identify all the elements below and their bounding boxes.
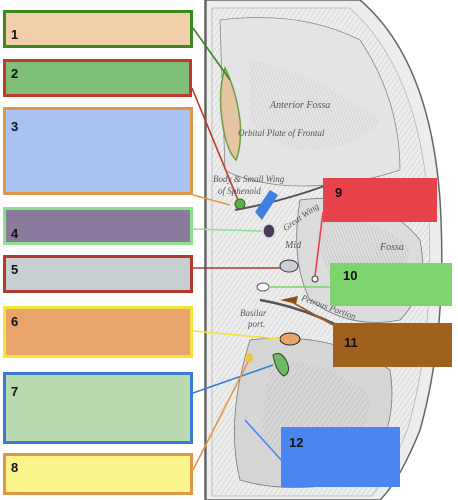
label-box-8[interactable]: 8 bbox=[3, 453, 193, 495]
foramen-rotundum-structure bbox=[262, 223, 276, 239]
label-number-7: 7 bbox=[11, 384, 19, 399]
leader-line-4 bbox=[192, 228, 263, 232]
leader-line-1 bbox=[192, 27, 231, 81]
optic-canal-structure bbox=[234, 198, 246, 210]
label-box-5[interactable]: 5 bbox=[3, 255, 193, 293]
engraving-basilar: Basilar bbox=[240, 308, 267, 318]
foramen-lacerum-structure bbox=[256, 282, 270, 292]
label-number-4: 4 bbox=[11, 226, 19, 241]
jugular-foramen-structure bbox=[279, 332, 301, 346]
engraving-middle: Mid bbox=[285, 240, 302, 251]
label-number-10: 10 bbox=[343, 268, 358, 283]
hypoglossal-canal-structure bbox=[272, 352, 290, 377]
label-box-7[interactable]: 7 bbox=[3, 372, 193, 444]
engraving-port: port. bbox=[248, 319, 266, 329]
leader-line-3 bbox=[192, 194, 231, 206]
label-number-2: 2 bbox=[11, 66, 19, 81]
foramen-magnum-edge-structure bbox=[245, 353, 253, 363]
leader-line-6 bbox=[192, 330, 281, 340]
label-number-12: 12 bbox=[289, 435, 304, 450]
label-box-2[interactable]: 2 bbox=[3, 59, 192, 97]
leader-line-12 bbox=[244, 419, 284, 463]
label-box-12[interactable]: 12 bbox=[281, 427, 400, 487]
engraving-body-small-wing: Body & Small Wing bbox=[213, 174, 285, 184]
label-number-6: 6 bbox=[11, 314, 19, 329]
label-box-3[interactable]: 3 bbox=[3, 107, 193, 195]
label-number-9: 9 bbox=[335, 185, 343, 200]
label-number-1: 1 bbox=[11, 27, 19, 42]
label-number-3: 3 bbox=[11, 119, 19, 134]
label-number-5: 5 bbox=[11, 262, 19, 277]
superior-orbital-fissure-structure bbox=[255, 190, 278, 220]
leader-line-9 bbox=[314, 211, 324, 277]
leader-line-11 bbox=[289, 300, 334, 326]
leader-line-8 bbox=[192, 361, 249, 471]
internal-acoustic-meatus-structure bbox=[280, 296, 298, 304]
label-box-1[interactable]: 1 bbox=[3, 10, 193, 48]
label-box-11[interactable]: 11 bbox=[333, 323, 452, 367]
label-box-10[interactable]: 10 bbox=[330, 263, 452, 306]
engraving-orbital-plate: Orbital Plate of Frontal bbox=[238, 128, 325, 138]
label-box-4[interactable]: 4 bbox=[3, 207, 193, 245]
engraving-fossa: Fossa bbox=[380, 242, 404, 253]
engraving-of-sphenoid: of Sphenoid bbox=[218, 186, 261, 196]
foramen-ovale-structure bbox=[279, 259, 299, 273]
cribriform-plate-structure bbox=[219, 66, 242, 162]
foramen-spinosum-structure bbox=[311, 275, 319, 283]
engraving-anterior-fossa: Anterior Fossa bbox=[270, 100, 331, 111]
leader-line-7 bbox=[192, 364, 274, 394]
label-number-8: 8 bbox=[11, 460, 19, 475]
label-number-11: 11 bbox=[344, 335, 358, 350]
anterior-fossa-shading bbox=[250, 60, 380, 150]
label-box-6[interactable]: 6 bbox=[3, 306, 193, 358]
label-box-9[interactable]: 9 bbox=[323, 178, 437, 222]
leader-line-2 bbox=[191, 87, 239, 201]
